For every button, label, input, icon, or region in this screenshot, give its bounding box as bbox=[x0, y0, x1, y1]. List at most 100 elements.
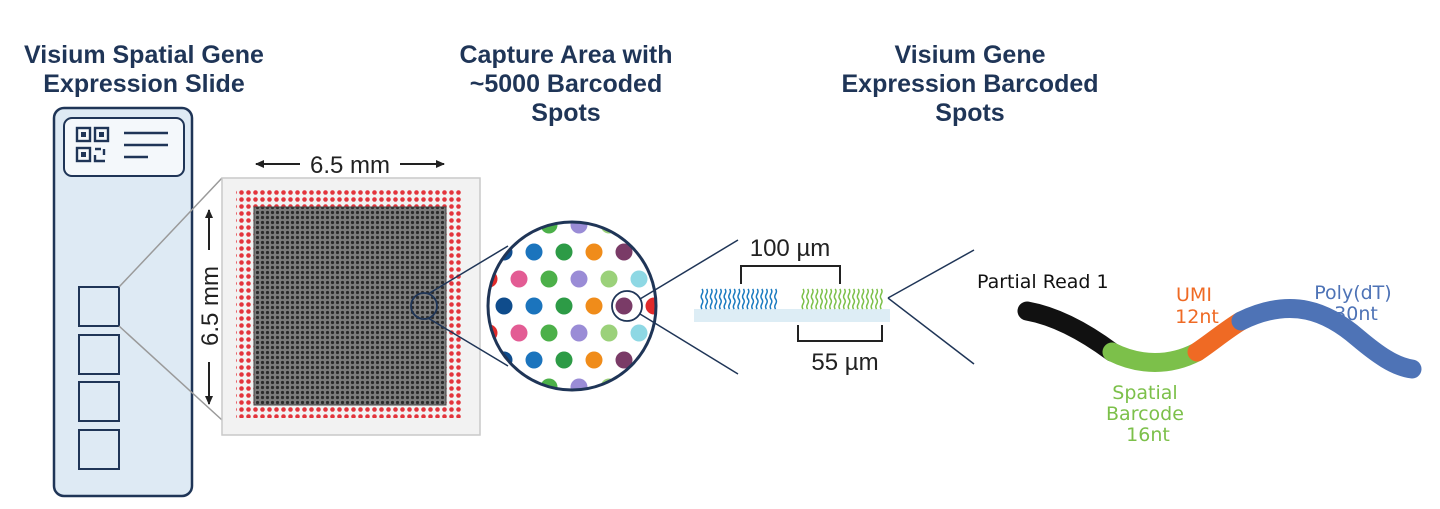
oligo-strand bbox=[824, 288, 828, 310]
spatial-barcode-segment bbox=[1102, 342, 1207, 372]
oligo-strand bbox=[861, 288, 865, 310]
barcoded-spot-dot bbox=[630, 223, 648, 234]
umi-label-line-2: 12nt bbox=[1175, 306, 1219, 328]
barcoded-spots: 100 µm 55 µm bbox=[694, 235, 890, 376]
barcoded-spot-dot bbox=[661, 217, 678, 234]
barcoded-spot-dot bbox=[676, 244, 693, 261]
polydt-label: Poly(dT) 30nt bbox=[1314, 282, 1397, 325]
oligo-strand bbox=[728, 288, 732, 310]
oligo-strand bbox=[705, 288, 709, 310]
width-label: 6.5 mm bbox=[310, 152, 390, 179]
oligo-strand bbox=[723, 288, 727, 310]
barcoded-spot-dot bbox=[489, 378, 498, 389]
barcoded-spot-dot bbox=[540, 270, 558, 288]
spacing-bracket bbox=[740, 265, 841, 284]
spots-heading-line-3: Spots bbox=[935, 99, 1005, 127]
oligo-strand bbox=[760, 288, 764, 310]
barcoded-spot-dot bbox=[600, 270, 618, 288]
capture-area-4 bbox=[78, 429, 120, 470]
capture-oligo bbox=[1017, 299, 1422, 379]
oligo-strand bbox=[815, 288, 819, 310]
capture-area-3 bbox=[78, 381, 120, 422]
polydt-label-line-1: Poly(dT) bbox=[1314, 282, 1391, 304]
barcoded-spot-dot bbox=[676, 352, 693, 369]
oligo-strand bbox=[737, 288, 741, 310]
oligo-strand bbox=[741, 288, 745, 310]
barcoded-spot-dot bbox=[510, 324, 528, 342]
barcoded-spot-dot bbox=[570, 324, 588, 342]
oligo-strand bbox=[829, 288, 833, 310]
oligo-strand bbox=[801, 288, 805, 310]
barcoded-spot-dot bbox=[661, 325, 678, 342]
oligo-strand bbox=[865, 288, 869, 310]
barcoded-spot-dot bbox=[615, 351, 633, 369]
barcoded-spot-dot bbox=[525, 297, 543, 315]
barcoded-spot-dot bbox=[691, 379, 708, 396]
height-dimension: 6.5 mm bbox=[197, 209, 224, 405]
oligo-strand bbox=[714, 288, 718, 310]
barcoded-spot-dot bbox=[645, 243, 655, 261]
barcoded-spot-dot bbox=[600, 324, 618, 342]
oligo-strand bbox=[769, 288, 773, 310]
height-label: 6.5 mm bbox=[197, 266, 224, 346]
slide-heading-line-1: Visium Spatial Gene bbox=[24, 41, 264, 69]
oligo-strand bbox=[810, 288, 814, 310]
barcoded-spot-dot bbox=[585, 297, 603, 315]
barcoded-spot-dot bbox=[691, 217, 708, 234]
barcoded-spot-dot bbox=[510, 270, 528, 288]
umi-label-line-1: UMI bbox=[1176, 284, 1212, 306]
barcoded-spot-dot bbox=[630, 270, 648, 288]
barcoded-spot-dot bbox=[630, 378, 648, 389]
polydt-label-line-2: 30nt bbox=[1334, 303, 1378, 325]
text-lines-icon bbox=[124, 131, 168, 159]
barcoded-spot-dot bbox=[525, 351, 543, 369]
polydt-segment bbox=[1231, 299, 1422, 379]
capture-area-2 bbox=[78, 334, 120, 375]
slide-heading-line-2: Expression Slide bbox=[43, 70, 245, 98]
partial-read1-segment bbox=[1017, 301, 1122, 362]
barcoded-spot-dot bbox=[495, 297, 513, 315]
barcoded-spot-dot bbox=[645, 351, 655, 369]
barcoded-spot-dot bbox=[555, 351, 573, 369]
slide-label-area bbox=[63, 117, 185, 177]
oligo-strand bbox=[718, 288, 722, 310]
oligo-strand bbox=[856, 288, 860, 310]
diameter-bracket bbox=[797, 325, 883, 342]
capture-area-outlines bbox=[78, 286, 120, 470]
oligo-strand bbox=[806, 288, 810, 310]
spots-heading: Visium Gene Expression Barcoded Spots bbox=[810, 41, 1130, 128]
oligo-strand bbox=[774, 288, 778, 310]
spatial-barcode-label-line-3: 16nt bbox=[1126, 424, 1170, 446]
qr-code-icon bbox=[75, 126, 110, 163]
oligo-strand bbox=[870, 288, 874, 310]
capture-area-1 bbox=[78, 286, 120, 327]
blue-strand-cluster bbox=[700, 288, 778, 310]
barcoded-spot-dot bbox=[489, 223, 498, 234]
barcoded-spot-dot bbox=[555, 297, 573, 315]
spot-zoom-circle bbox=[611, 290, 643, 322]
oligo-strand bbox=[764, 288, 768, 310]
oligo-strand bbox=[833, 288, 837, 310]
capture-heading-line-1: Capture Area with bbox=[459, 41, 673, 69]
slide-heading: Visium Spatial Gene Expression Slide bbox=[0, 41, 288, 99]
spatial-barcode-label: Spatial Barcode 16nt bbox=[1106, 382, 1190, 446]
oligo-strand bbox=[847, 288, 851, 310]
slide bbox=[52, 106, 194, 498]
slide-surface bbox=[694, 309, 890, 322]
spatial-barcode-label-line-2: Barcode bbox=[1106, 403, 1184, 425]
barcoded-spot-dot bbox=[585, 243, 603, 261]
width-dimension: 6.5 mm bbox=[255, 152, 445, 179]
zoom-lines-1 bbox=[118, 177, 223, 421]
capture-heading-line-2: ~5000 Barcoded bbox=[469, 70, 663, 98]
barcoded-spot-dot bbox=[585, 351, 603, 369]
oligo-strand bbox=[852, 288, 856, 310]
zoom-target-circle bbox=[410, 292, 438, 320]
spatial-barcode-label-line-1: Spatial bbox=[1112, 382, 1177, 404]
oligo-strand bbox=[732, 288, 736, 310]
spots-heading-line-1: Visium Gene bbox=[894, 41, 1046, 69]
oligo-strand bbox=[842, 288, 846, 310]
partial-read1-label: Partial Read 1 bbox=[977, 271, 1109, 293]
barcoded-spot-dot bbox=[676, 298, 693, 315]
barcoded-spot-dot bbox=[570, 378, 588, 389]
